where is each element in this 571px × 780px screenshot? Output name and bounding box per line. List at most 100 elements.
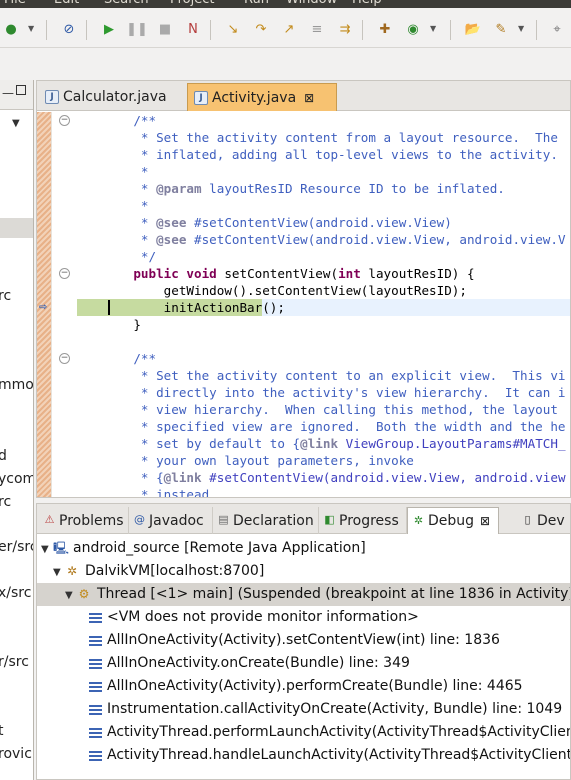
stack-frame[interactable]: Instrumentation.callActivityOnCreate(Act…	[107, 701, 563, 717]
code-area[interactable]: ⇨ − − − /** * Set the activity content f…	[37, 112, 570, 497]
expand-arrow-icon[interactable]: ▼	[41, 544, 49, 555]
menu-item[interactable]: Project	[170, 0, 214, 7]
tab-javadoc[interactable]: @ Javadoc	[129, 507, 213, 534]
dropdown-icon[interactable]: ▼	[28, 24, 35, 33]
open-type-icon[interactable]: 📂	[464, 21, 482, 37]
selected-tree-row[interactable]	[0, 218, 33, 238]
tab-declaration[interactable]: ▤ Declaration	[213, 507, 319, 534]
stack-frame[interactable]: AllInOneActivity(Activity).performCreate…	[107, 678, 523, 694]
stack-frame[interactable]: AllInOneActivity(Activity).setContentVie…	[107, 632, 500, 648]
tab-label: Calculator.java	[63, 89, 167, 105]
menu-item[interactable]: Search	[104, 0, 149, 7]
menu-item[interactable]: Run	[244, 0, 269, 7]
tree-item-fragment[interactable]: rc	[0, 288, 12, 304]
close-tab-icon[interactable]: ⊠	[480, 514, 491, 528]
tab-label: Declaration	[233, 512, 314, 529]
dropdown-icon[interactable]: ▼	[518, 24, 525, 33]
tab-devices[interactable]: ▯ Dev	[517, 507, 570, 534]
stack-frame[interactable]: ActivityThread.performLaunchActivity(Act…	[107, 724, 571, 740]
code-line: * set by default to {@link ViewGroup.Lay…	[103, 435, 566, 452]
tree-item-fragment[interactable]: x/src	[0, 585, 32, 601]
stack-frame-icon	[89, 613, 102, 623]
run-icon[interactable]: ◉	[407, 21, 419, 37]
search-icon[interactable]: ✎	[495, 21, 507, 37]
stack-frame[interactable]: <VM does not provide monitor information…	[107, 609, 419, 625]
tab-label: Activity.java	[212, 89, 297, 106]
fold-toggle-icon[interactable]: −	[59, 115, 70, 126]
menu-item[interactable]: File	[4, 0, 26, 7]
resume-icon[interactable]: ▶	[104, 21, 114, 37]
tree-vm[interactable]: DalvikVM[localhost:8700]	[85, 563, 265, 579]
code-token: @param	[156, 181, 202, 196]
debug-icon: ✲	[413, 514, 424, 527]
stack-frame[interactable]: ActivityThread.handleLaunchActivity(Acti…	[107, 747, 571, 763]
tree-thread[interactable]: Thread [<1> main] (Suspended (breakpoint…	[97, 586, 571, 602]
menu-item[interactable]: Help	[352, 0, 382, 7]
maximize-icon[interactable]	[16, 85, 26, 95]
package-explorer-toolbar: —	[0, 80, 33, 110]
tree-item-fragment[interactable]: t	[0, 723, 4, 739]
expand-arrow-icon[interactable]: ▼	[53, 567, 61, 578]
tab-progress[interactable]: ◧ Progress	[319, 507, 407, 534]
tree-item-fragment[interactable]: mmo	[0, 377, 34, 393]
terminate-icon[interactable]: ■	[158, 21, 172, 37]
code-token: * set by default to {	[103, 436, 301, 451]
selected-thread-row	[37, 583, 570, 606]
expand-arrow-icon[interactable]: ▼	[65, 590, 73, 601]
code-token: getWindow().setContentView(layoutResID);	[103, 283, 467, 298]
tree-item-fragment[interactable]: r/src	[0, 654, 29, 670]
tree-item-fragment[interactable]: d	[0, 448, 7, 464]
suspend-icon[interactable]: ❚❚	[126, 21, 148, 37]
skip-breakpoints-icon[interactable]: ⊘	[63, 21, 75, 37]
code-token: * view hierarchy. When calling this meth…	[103, 402, 558, 417]
dropdown-icon[interactable]: ▼	[430, 24, 437, 33]
tab-activity-java[interactable]: J Activity.java ⊠	[187, 83, 337, 111]
tab-calculator-java[interactable]: J Calculator.java	[39, 83, 187, 111]
tree-item-fragment[interactable]: er/src	[0, 539, 33, 555]
code-token: @see	[156, 215, 187, 230]
step-into-icon[interactable]: ↘	[227, 21, 239, 37]
stack-frame-icon	[89, 659, 102, 669]
tab-debug[interactable]: ✲ Debug ⊠	[407, 507, 499, 534]
code-token: * directly into the activity's view hier…	[103, 385, 566, 400]
pin-icon[interactable]: ⌖	[553, 21, 561, 37]
fold-toggle-icon[interactable]: −	[59, 353, 70, 364]
step-over-icon[interactable]: ↷	[255, 21, 267, 37]
code-token: #setContentView(android.view.View, andro…	[186, 232, 566, 247]
minimize-icon[interactable]: —	[2, 86, 14, 100]
code-token: }	[103, 317, 141, 332]
device-icon: ▯	[524, 513, 531, 526]
editor-tab-bar: J Calculator.java J Activity.java ⊠	[37, 81, 570, 111]
tab-problems[interactable]: ⚠ Problems	[39, 507, 129, 534]
tree-launch[interactable]: android_source [Remote Java Application]	[73, 540, 366, 556]
code-line: * inflated, adding all top-level views t…	[103, 146, 558, 163]
fold-toggle-icon[interactable]: −	[59, 268, 70, 279]
code-token: initActionBar();	[103, 300, 285, 315]
tree-item-fragment[interactable]: rc	[0, 494, 12, 510]
stack-frame[interactable]: AllInOneActivity.onCreate(Bundle) line: …	[107, 655, 410, 671]
close-tab-icon[interactable]: ⊠	[304, 90, 315, 105]
new-package-icon[interactable]: ✚	[379, 21, 391, 37]
menu-item[interactable]: Edit	[54, 0, 79, 7]
drop-to-frame-icon[interactable]: ≡	[311, 21, 323, 37]
code-token: * inflated, adding all top-level views t…	[103, 147, 558, 162]
stack-frame-icon	[89, 705, 102, 715]
code-line: * {@link #setContentView(android.view.Vi…	[103, 469, 566, 486]
code-line: * specified view are ignored. Both the w…	[103, 418, 566, 435]
code-token: * your own layout parameters, invoke	[103, 453, 414, 468]
toolbar-separator	[362, 20, 363, 40]
java-file-icon: J	[45, 90, 59, 104]
overview-ruler	[37, 112, 51, 497]
code-line: public void setContentView(int layoutRes…	[103, 265, 474, 282]
view-menu-icon[interactable]: ▼	[12, 118, 20, 129]
step-return-icon[interactable]: ↗	[283, 21, 295, 37]
tree-item-fragment[interactable]: rovic	[0, 746, 32, 762]
code-token: *	[103, 198, 149, 213]
menu-item[interactable]: Window	[286, 0, 337, 7]
use-step-filters-icon[interactable]: ⇉	[339, 21, 351, 37]
code-token: public void	[103, 266, 217, 281]
code-token: * {	[103, 470, 164, 485]
disconnect-icon[interactable]: N	[188, 21, 198, 37]
tree-item-fragment[interactable]: ycom	[0, 471, 34, 487]
debug-icon[interactable]: ●	[5, 21, 17, 37]
